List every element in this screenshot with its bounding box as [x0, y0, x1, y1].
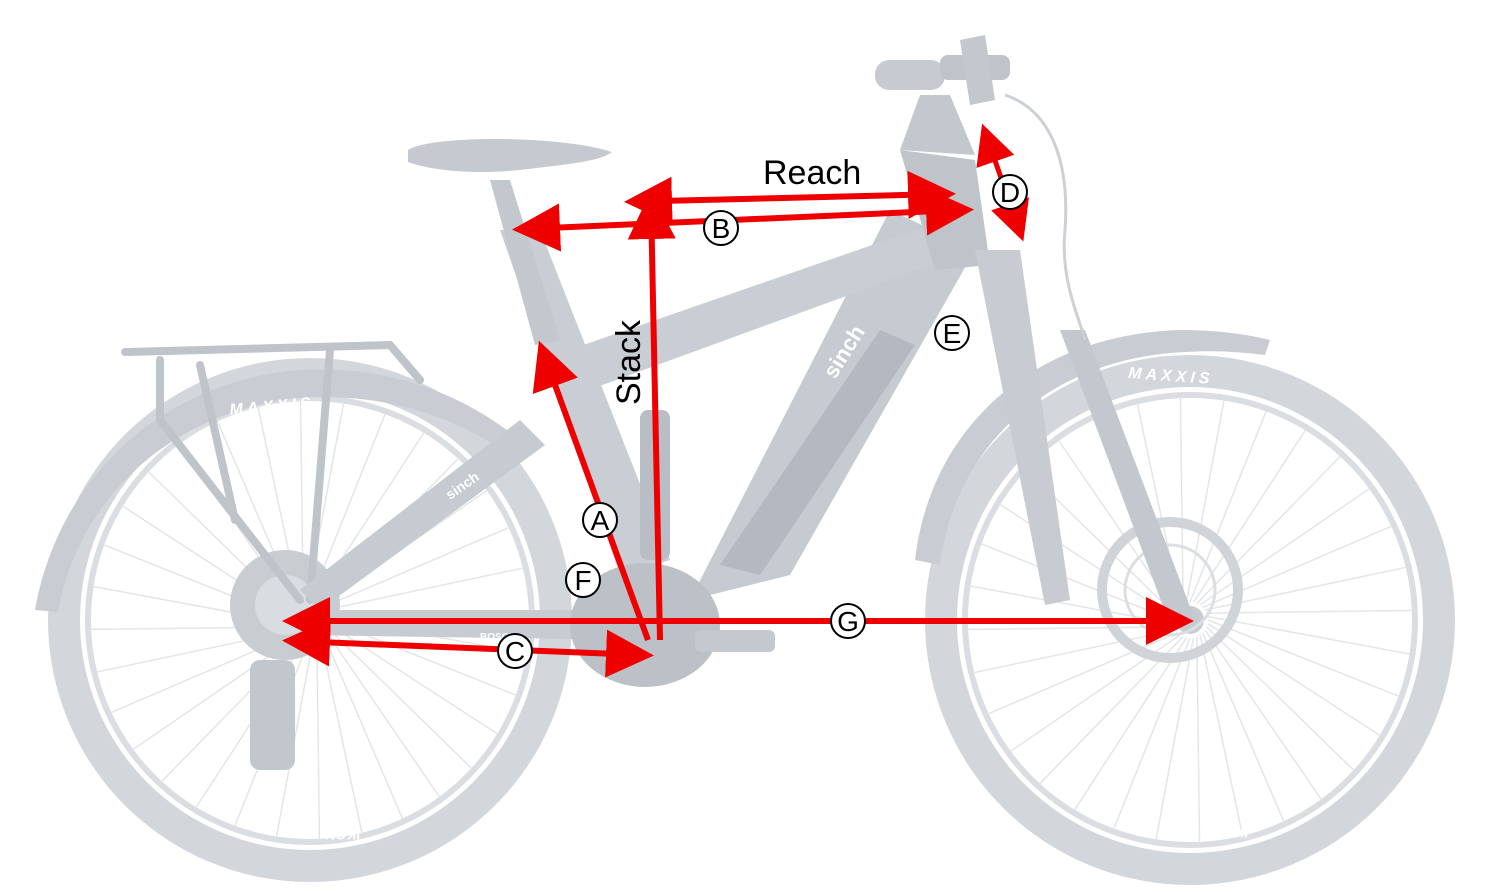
stack-label: Stack	[610, 319, 648, 405]
spoke	[1196, 455, 1342, 604]
spoke	[322, 526, 510, 608]
e-bike-illustration: MAXXIS MAXXIS sinch sinch BOSCH IKON IKO…	[35, 35, 1455, 885]
fork	[975, 250, 1195, 625]
spoke	[1155, 637, 1195, 841]
svg-text:A: A	[591, 505, 610, 536]
b-arrow	[512, 187, 974, 252]
spoke	[1196, 636, 1201, 843]
front-fender	[915, 330, 1270, 565]
front-rim-label: IKON	[1213, 825, 1248, 841]
rear-derailleur	[250, 660, 295, 770]
label-d: D	[992, 174, 1028, 210]
spoke	[1189, 410, 1268, 603]
spoke	[1202, 632, 1285, 823]
spoke	[1207, 615, 1411, 655]
reach-arrow	[624, 170, 956, 225]
svg-text:D: D	[1000, 177, 1020, 208]
spoke	[1185, 399, 1225, 603]
seatpost	[490, 180, 560, 345]
stack-arrow	[627, 191, 676, 641]
spoke	[1204, 629, 1323, 801]
svg-text:G: G	[837, 606, 859, 637]
spoke	[1073, 637, 1188, 811]
label-f: F	[565, 562, 601, 598]
a-arrow	[532, 340, 651, 642]
geometry-labels: Reach Stack B D E A F G C	[497, 154, 1028, 669]
svg-text:C: C	[505, 636, 525, 667]
spoke	[1206, 626, 1355, 772]
svg-text:F: F	[574, 565, 591, 596]
spoke	[1179, 397, 1184, 604]
saddle	[408, 138, 612, 173]
pedal-crank	[695, 630, 775, 652]
cockpit	[875, 35, 1087, 341]
spoke	[1207, 619, 1400, 698]
spoke	[987, 632, 1178, 715]
spoke	[1112, 637, 1191, 830]
spoke	[1199, 634, 1244, 837]
spoke	[1199, 487, 1371, 606]
rear-rim-label: IKON	[325, 827, 360, 843]
rear-rack	[121, 340, 424, 604]
svg-text:B: B	[712, 213, 731, 244]
front-tire-label: MAXXIS	[1128, 365, 1214, 388]
rear-fender	[35, 369, 520, 612]
reach-label: Reach	[763, 154, 861, 192]
label-a: A	[582, 502, 618, 538]
spoke	[1206, 609, 1413, 614]
svg-text:E: E	[943, 318, 962, 349]
spoke	[1207, 622, 1381, 737]
label-b: B	[703, 210, 739, 246]
label-c: C	[497, 633, 533, 669]
label-e: E	[934, 315, 970, 351]
label-g: G	[830, 603, 866, 639]
